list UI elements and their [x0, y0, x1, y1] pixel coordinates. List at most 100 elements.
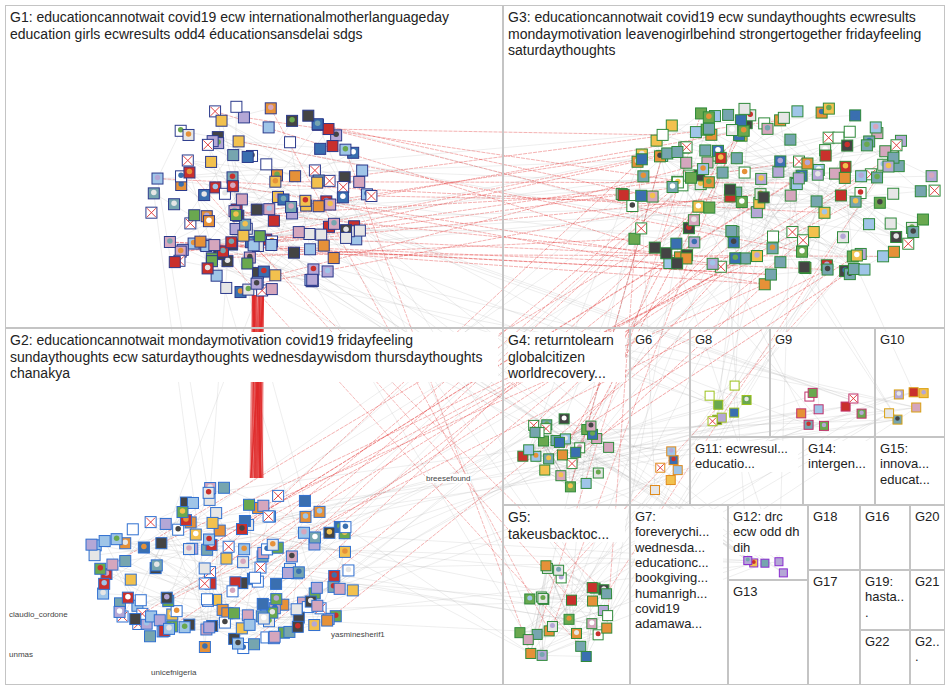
avatar-face	[877, 199, 883, 205]
avatar	[258, 266, 269, 277]
grey-edge	[144, 548, 275, 637]
red-edge	[215, 111, 680, 257]
avatar	[778, 112, 789, 123]
grey-edge	[222, 121, 315, 171]
avatar-face	[241, 545, 247, 551]
avatar-face	[220, 248, 226, 254]
group-heading: G13	[733, 584, 758, 599]
avatar	[199, 563, 210, 574]
avatar-face	[897, 391, 902, 396]
avatar	[299, 495, 310, 506]
avatar	[308, 264, 319, 275]
group-heading: G7: foreverychi... wednesda... education…	[635, 509, 723, 632]
grey-edge	[314, 552, 345, 625]
avatar	[838, 232, 849, 243]
avatar	[309, 532, 320, 543]
avatar-face	[187, 169, 193, 175]
grey-edge	[577, 407, 917, 633]
avatar	[249, 639, 260, 650]
grey-edge	[208, 145, 305, 501]
missing-mark	[850, 395, 857, 402]
avatar	[919, 389, 928, 398]
avatar	[242, 258, 253, 269]
avatar-face	[180, 508, 186, 514]
avatar	[290, 171, 301, 182]
avatar	[698, 164, 709, 175]
avatar	[233, 136, 244, 147]
avatar	[602, 589, 612, 599]
group-heading: G16	[865, 509, 890, 524]
avatar-face	[852, 112, 858, 118]
avatar-face	[706, 114, 712, 120]
avatar-face	[826, 105, 832, 111]
avatar-face	[122, 539, 128, 545]
avatar-face	[641, 173, 647, 179]
avatar	[114, 606, 125, 617]
grey-edge	[183, 147, 687, 250]
avatar-face	[182, 623, 188, 629]
avatar	[263, 122, 274, 133]
red-edge	[258, 284, 765, 508]
avatar	[850, 110, 861, 121]
avatar-face	[853, 198, 859, 204]
avatar	[638, 171, 649, 182]
avatar-face	[895, 416, 900, 421]
avatar	[324, 527, 335, 538]
avatar-face	[744, 397, 749, 402]
avatar	[667, 182, 678, 193]
avatar-face	[671, 457, 676, 462]
avatar	[250, 572, 261, 583]
avatar	[169, 199, 180, 210]
grey-edge	[222, 121, 242, 200]
avatar	[218, 482, 229, 493]
avatar	[840, 161, 851, 172]
avatar-face	[858, 172, 864, 178]
group-heading: G14: intergen...	[808, 441, 870, 472]
avatar	[285, 137, 296, 148]
grey-edge	[181, 131, 853, 257]
avatar	[571, 447, 581, 457]
vertex-label: breesefound	[425, 474, 471, 483]
missing-mark	[211, 107, 220, 116]
avatar	[148, 188, 159, 199]
avatar	[86, 539, 97, 550]
missing-mark	[274, 491, 283, 500]
grey-edge	[764, 197, 898, 419]
red-edge	[250, 295, 263, 478]
avatar	[538, 593, 548, 603]
grey-edge	[193, 503, 276, 584]
avatar	[271, 578, 282, 589]
missing-avatar	[182, 155, 193, 166]
avatar	[183, 129, 194, 140]
avatar-face	[312, 621, 318, 627]
red-edge	[576, 123, 747, 452]
avatar-face	[247, 621, 253, 627]
missing-avatar	[903, 238, 914, 249]
missing-avatar	[223, 541, 234, 552]
avatar	[291, 604, 302, 615]
avatar	[874, 197, 885, 208]
avatar	[671, 238, 682, 249]
grey-edge	[170, 141, 239, 242]
avatar	[270, 176, 281, 187]
avatar	[264, 204, 275, 215]
grey-edge	[542, 655, 586, 656]
avatar	[554, 437, 564, 447]
group-heading: G3: educationcannotwait covid19 ecw sund…	[508, 9, 940, 59]
avatar-face	[859, 410, 864, 415]
avatar-face	[589, 620, 594, 625]
red-edge	[562, 158, 720, 455]
grey-edge	[561, 413, 889, 578]
avatar	[861, 140, 872, 151]
avatar	[704, 202, 715, 213]
avatar-face	[178, 248, 184, 254]
grey-edge	[208, 145, 360, 231]
avatar-face	[754, 252, 760, 257]
avatar	[523, 635, 533, 645]
avatar	[228, 150, 239, 161]
avatar-face	[331, 220, 337, 226]
avatar	[912, 403, 921, 412]
group-box: G12: drc ecw odd dh dih	[728, 505, 808, 580]
red-edge	[142, 156, 893, 614]
avatar-face	[193, 531, 199, 537]
